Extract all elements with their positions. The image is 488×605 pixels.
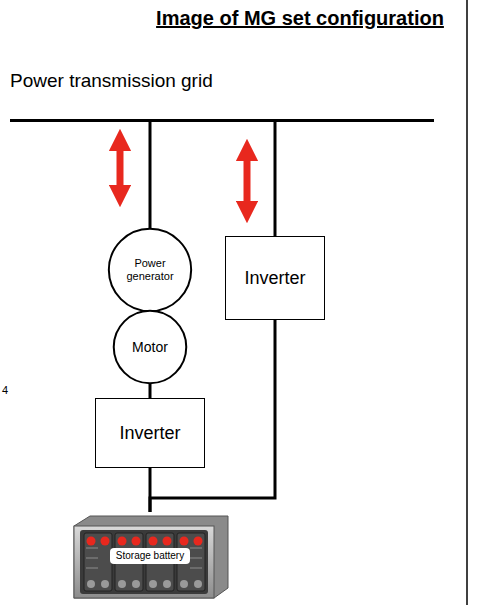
generator-circle: Power generator	[108, 228, 192, 312]
motor-circle: Motor	[113, 310, 187, 384]
inverter-box: Inverter	[225, 236, 325, 320]
diagram-title: Image of MG set configuration	[150, 6, 450, 31]
node-label: Inverter	[119, 423, 180, 444]
node-label: Storage battery	[110, 548, 190, 564]
node-label: Power transmission grid	[10, 70, 213, 92]
power-line	[274, 122, 277, 236]
storage-battery: Storage battery	[68, 512, 232, 600]
node-label: Inverter	[244, 268, 305, 289]
transmission-grid-bus: Power transmission grid	[10, 70, 434, 122]
power-line	[149, 122, 152, 228]
node-label: Power generator	[116, 257, 184, 282]
page-number: 4	[2, 384, 8, 396]
power-line	[149, 384, 152, 398]
power-flow-arrow	[244, 150, 251, 212]
node-label: Motor	[132, 339, 168, 355]
power-flow-arrow	[117, 140, 124, 196]
inverter-box: Inverter	[95, 398, 205, 468]
panel-border	[466, 0, 468, 605]
